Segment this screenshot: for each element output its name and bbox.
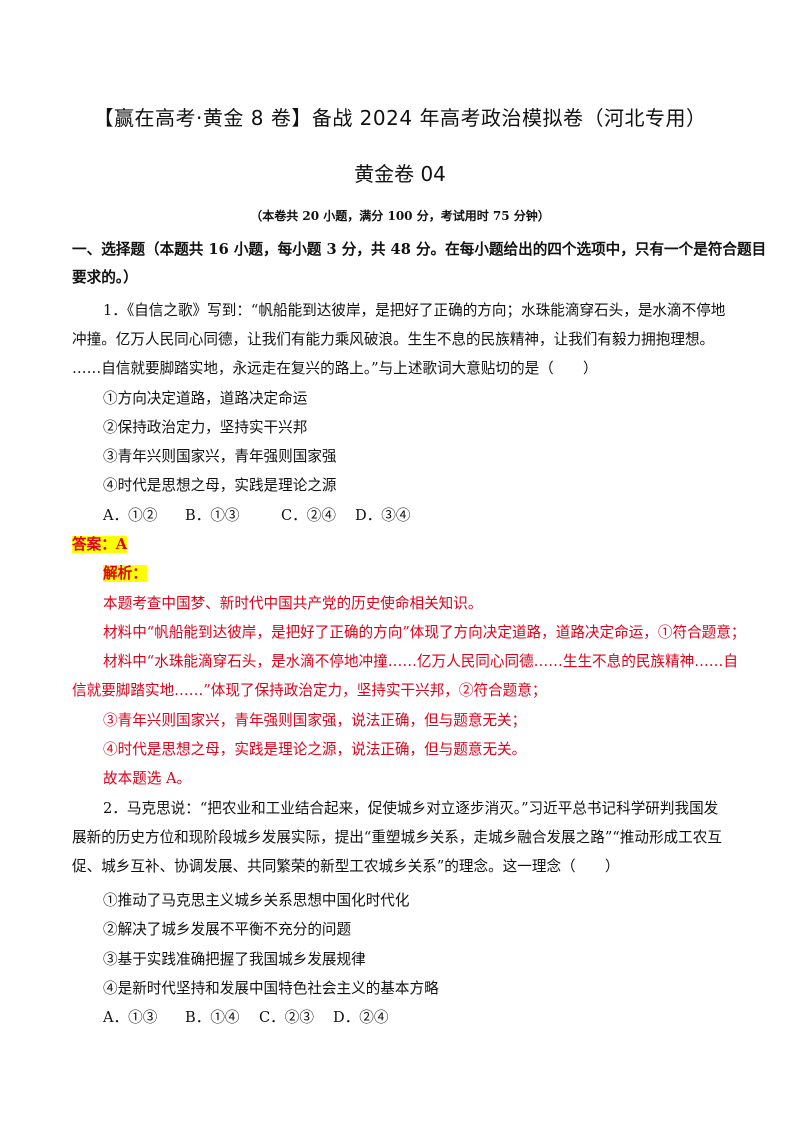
q1-option-d: D．③④ [355, 507, 411, 524]
q2-option-c: C．②③ [259, 1009, 314, 1026]
q2-option-d: D．②④ [333, 1009, 389, 1026]
q1-item: ①方向决定道路，道路决定命运 [103, 390, 308, 407]
q2-item: ③基于实践准确把握了我国城乡发展规律 [103, 951, 366, 968]
q1-stem-line2: 冲撞。亿万人民同心同德，让我们有能力乘风破浪。生生不息的民族精神，让我们有毅力拥… [72, 331, 715, 348]
q2-option-b: B．①④ [185, 1009, 240, 1026]
q1-analysis-label: 解析： [103, 564, 147, 584]
q1-conclusion: 故本题选 A。 [103, 770, 192, 787]
q1-option-a: A．①② [103, 507, 158, 524]
section-heading-line2: 要求的。） [72, 269, 138, 286]
q1-options: A．①② B．①③ C．②④ D．③④ [103, 506, 410, 526]
q1-item: ③青年兴则国家兴，青年强则国家强 [103, 448, 337, 465]
q1-answer-text: 答案：A [72, 536, 128, 553]
q1-item: ②保持政治定力，坚持实干兴邦 [103, 419, 308, 436]
q1-analysis-label-text: 解析： [103, 565, 147, 582]
q2-stem-line2: 展新的历史方位和现阶段城乡发展实际，提出“重塑城乡关系，走城乡融合发展之路”“推… [72, 829, 722, 846]
q1-analysis-line: ③青年兴则国家兴，青年强则国家强，说法正确，但与题意无关； [103, 712, 527, 729]
q2-item: ②解决了城乡发展不平衡不充分的问题 [103, 921, 352, 938]
q2-options: A．①③ B．①④ C．②③ D．②④ [103, 1008, 388, 1028]
section-heading-line1: 一、选择题（本题共 16 小题，每小题 3 分，共 48 分。在每小题给出的四个… [72, 241, 767, 258]
q2-stem-line3: 促、城乡互补、协调发展、共同繁荣的新型工农城乡关系”的理念。这一理念（ ） [72, 858, 620, 875]
q1-analysis-line: 本题考查中国梦、新时代中国共产党的历史使命相关知识。 [103, 595, 483, 612]
q1-analysis-line: 材料中“帆船能到达彼岸，是把好了正确的方向”体现了方向决定道路，道路决定命运，①… [103, 624, 746, 641]
q2-stem-line1: 2．马克思说：“把农业和工业结合起来，促使城乡对立逐步消灭。”习近平总书记科学研… [103, 800, 719, 817]
q2-item: ①推动了马克思主义城乡关系思想中国化时代化 [103, 892, 410, 909]
page-title: 【赢在高考·黄金 8 卷】备战 2024 年高考政治模拟卷（河北专用） [93, 106, 707, 130]
exam-note: （本卷共 20 小题，满分 100 分，考试用时 75 分钟） [250, 209, 550, 223]
q1-analysis-line: ④时代是思想之母，实践是理论之源，说法正确，但与题意无关。 [103, 741, 527, 758]
q2-item: ④是新时代坚持和发展中国特色社会主义的基本方略 [103, 980, 439, 997]
page-subtitle: 黄金卷 04 [354, 162, 446, 186]
q2-option-a: A．①③ [103, 1009, 158, 1026]
q1-option-c: C．②④ [281, 507, 336, 524]
q1-analysis-line: 材料中“水珠能滴穿石头，是水滴不停地冲撞……亿万人民同心同德……生生不息的民族精… [103, 653, 738, 670]
q1-item: ④时代是思想之母，实践是理论之源 [103, 477, 337, 494]
q1-analysis-line: 信就要脚踏实地……”体现了保持政治定力，坚持实干兴邦，②符合题意； [72, 682, 547, 699]
q1-stem-line1: 1．《自信之歌》写到：“帆船能到达彼岸，是把好了正确的方向；水珠能滴穿石头，是水… [103, 302, 726, 319]
q1-option-b: B．①③ [185, 507, 240, 524]
q1-answer: 答案：A [72, 535, 128, 555]
q1-stem-line3: ……自信就要脚踏实地，永远走在复兴的路上。”与上述歌词大意贴切的是（ ） [72, 360, 598, 377]
